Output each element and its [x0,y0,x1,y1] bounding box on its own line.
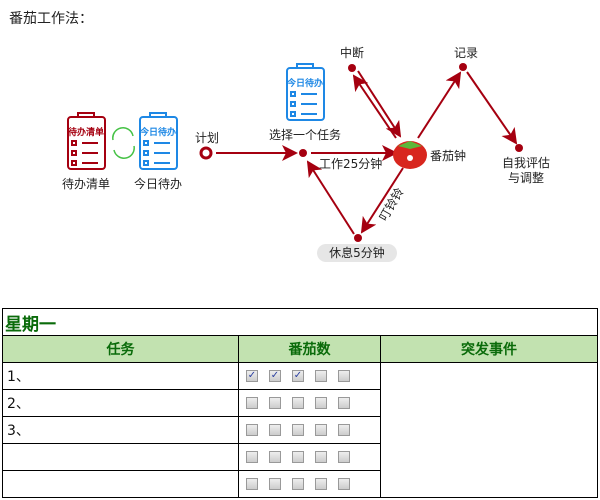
interrupt-label: 中断 [340,45,364,60]
pomodoro-checkbox[interactable] [338,370,350,382]
pomodoro-checkbox[interactable] [246,397,258,409]
incidents-cell[interactable] [380,362,598,498]
interrupt-node [348,64,356,72]
task-node [299,149,307,157]
day-title: 星期一 [2,308,598,336]
record-label: 记录 [454,46,478,60]
header-task: 任务 [2,335,239,363]
todo-icon-text: 待办清单 [68,126,104,138]
pomodoro-checkbox[interactable] [269,397,281,409]
pomodoro-label: 番茄钟 [430,148,466,163]
pomodoro-checkbox[interactable] [269,478,281,490]
pomodoro-checkbox[interactable]: ✓ [246,370,258,382]
pomodoro-checkbox[interactable] [246,478,258,490]
pomodoro-checkbox[interactable] [292,451,304,463]
select-icon-text: 今日待办 [286,77,323,89]
rest-node [354,234,362,242]
adjust-label: 与调整 [508,170,544,185]
pomodoro-checkbox[interactable] [338,397,350,409]
pomodoro-checkbox[interactable]: ✓ [269,370,281,382]
pomodoro-checkbox[interactable] [315,370,327,382]
pomodoro-checkbox[interactable] [269,451,281,463]
pomodoro-checkbox[interactable] [246,424,258,436]
todo-list-clipboard-icon [67,112,106,170]
arrow-interrupt-to-pomodoro [357,70,402,138]
monday-plan-table: 星期一 任务 番茄数 突发事件 1、 ✓ ✓ ✓ 2、3、 [2,308,598,498]
evaluate-node [515,144,523,152]
plan-label: 计划 [195,131,219,145]
today-icon-text: 今日待办 [139,126,176,138]
todo-list-label: 待办清单 [62,176,110,191]
tomato-timer-icon [393,141,427,169]
pomodoro-checkboxes [238,470,381,498]
pomodoro-checkbox[interactable] [292,424,304,436]
task-cell[interactable] [2,470,239,498]
pomodoro-flow-diagram: 待办清单 今日待办 今日待办 待办清单 今日待办 计划 选择一个任务 工作25分… [62,45,550,262]
arrow-pomodoro-to-interrupt [352,74,397,139]
task-cell[interactable]: 3、 [2,416,239,444]
pomodoro-checkboxes: ✓ ✓ ✓ [238,362,381,390]
arrow-record-to-evaluate [466,71,518,145]
task-cell[interactable] [2,443,239,471]
pomodoro-checkbox[interactable] [338,424,350,436]
rest-pill [317,244,397,262]
header-pomodoro-count: 番茄数 [238,335,381,363]
pomodoro-checkbox[interactable] [315,424,327,436]
pomodoro-checkboxes [238,389,381,417]
table-row: 1、 ✓ ✓ ✓ [2,362,598,498]
sync-arrows-icon [112,127,135,159]
pomodoro-checkbox[interactable] [292,478,304,490]
header-incidents: 突发事件 [380,335,598,363]
pomodoro-checkbox[interactable] [315,478,327,490]
pomodoro-checkbox[interactable] [338,451,350,463]
record-node [459,63,467,71]
table-row [2,443,598,471]
work-label: 工作25分钟 [319,156,382,171]
arrow-rest-to-task [306,160,355,235]
pomodoro-checkbox[interactable] [269,424,281,436]
task-cell[interactable]: 2、 [2,389,239,417]
rest-label: 休息5分钟 [329,245,385,260]
table-row [2,470,598,498]
page-title: 番茄工作法： [9,11,93,27]
task-cell[interactable]: 1、 [2,362,239,390]
today-todo-label: 今日待办 [134,176,182,191]
plan-node [199,146,213,160]
pomodoro-checkbox[interactable] [338,478,350,490]
today-todo-clipboard-icon [139,112,178,170]
pomodoro-checkbox[interactable] [292,397,304,409]
pomodoro-checkboxes [238,416,381,444]
arrow-pomodoro-to-rest [360,167,404,234]
select-task-label: 选择一个任务 [269,127,341,142]
pomodoro-checkbox[interactable]: ✓ [292,370,304,382]
pomodoro-checkboxes [238,443,381,471]
arrow-pomodoro-to-record [417,71,462,139]
pomodoro-checkbox[interactable] [315,451,327,463]
select-task-clipboard-icon [286,63,325,121]
pomodoro-checkbox[interactable] [246,451,258,463]
pomodoro-checkbox[interactable] [315,397,327,409]
table-row: 2、 [2,389,598,417]
evaluate-label: 自我评估 [502,156,550,170]
